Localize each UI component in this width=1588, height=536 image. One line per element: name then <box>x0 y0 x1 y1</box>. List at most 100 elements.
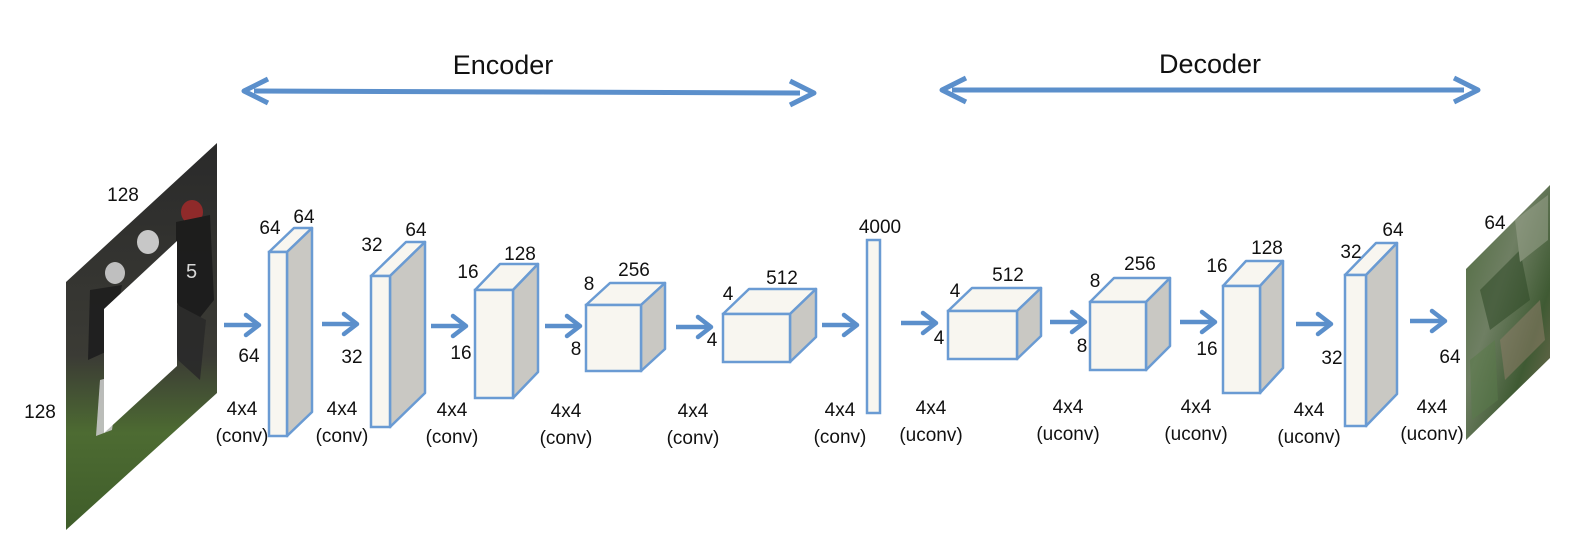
encoder-block-4-depth-label: 256 <box>618 260 650 281</box>
decoder-block-3-height-label: 16 <box>1196 339 1217 360</box>
encoder-block-1-front-face <box>267 250 289 438</box>
input-width-label: 128 <box>107 185 139 206</box>
decoder-block-4-side-face <box>1364 241 1399 428</box>
decoder-block-1-depth-label: 512 <box>992 265 1024 286</box>
output-image: 64 64 <box>1439 185 1550 440</box>
decoder-block-3-depth-label: 128 <box>1251 238 1283 259</box>
encoder-block-2-side-face <box>388 240 427 429</box>
operation-type-label: (conv) <box>540 428 593 449</box>
decoder-block-4-width-label: 32 <box>1340 242 1361 263</box>
decoder-block-2-depth-label: 256 <box>1124 254 1156 275</box>
encoder-block-4-front-face <box>584 303 643 373</box>
encoder-label: Encoder <box>453 50 554 80</box>
flow-arrow-7 <box>901 310 939 336</box>
decoder-header: Decoder <box>939 49 1481 105</box>
decoder-block-1-front-face <box>946 309 1019 361</box>
encoder-block-3-front-face <box>473 288 515 400</box>
operation-kernel-label: 4x4 <box>227 399 258 420</box>
encoder-span-arrow <box>241 76 817 108</box>
flow-arrow-1 <box>224 312 262 338</box>
encoder-block-5-width-label: 4 <box>723 284 734 305</box>
decoder-block-4-height-label: 32 <box>1321 348 1342 369</box>
decoder-block-3-width-label: 16 <box>1206 256 1227 277</box>
operation-label-7: 4x4(uconv) <box>899 398 962 446</box>
encoder-block-1-width-label: 64 <box>293 207 315 228</box>
encoder-block-5: 512 4 4 <box>707 268 818 364</box>
operation-kernel-label: 4x4 <box>1294 400 1325 421</box>
flow-arrow-5 <box>676 314 714 340</box>
encoder-block-1-height-label: 64 <box>238 346 260 367</box>
bottleneck-block: 4000 <box>859 217 901 415</box>
operation-kernel-label: 4x4 <box>1053 397 1084 418</box>
operation-type-label: (conv) <box>814 427 867 448</box>
output-height-label: 64 <box>1439 347 1461 368</box>
decoder-block-4-front-face <box>1343 273 1368 428</box>
operation-label-2: 4x4(conv) <box>316 399 369 447</box>
operation-type-label: (uconv) <box>1164 424 1227 445</box>
encoder-block-5-depth-label: 512 <box>766 268 798 289</box>
flow-arrow-10 <box>1296 311 1334 337</box>
operation-kernel-label: 4x4 <box>1181 397 1212 418</box>
encoder-block-2-depth-label: 64 <box>405 220 427 241</box>
flow-arrow-3 <box>431 313 469 339</box>
operation-type-label: (conv) <box>216 426 269 447</box>
encoder-block-3-height-label: 16 <box>450 343 471 364</box>
input-height-label: 128 <box>24 402 56 423</box>
operation-kernel-label: 4x4 <box>551 401 582 422</box>
encoder-block-5-front-face <box>721 312 792 364</box>
operation-labels: 4x4 (conv) 4x4 (conv) 4x4 (conv) 4x4 (conv) 4x4 (… <box>216 397 1464 449</box>
operation-type-label: (uconv) <box>1277 427 1340 448</box>
operation-type-label: (conv) <box>667 428 720 449</box>
output-width-label: 64 <box>1484 213 1506 234</box>
operation-kernel-label: 4x4 <box>437 400 468 421</box>
operation-type-label: (uconv) <box>899 425 962 446</box>
flow-arrows <box>224 308 1448 340</box>
operation-label-5: 4x4 (conv) <box>667 401 720 449</box>
bottleneck-face <box>865 238 882 415</box>
encoder-block-1-depth-label: 64 <box>259 218 281 239</box>
decoder-block-3-front-face <box>1221 284 1262 395</box>
svg-text:5: 5 <box>186 261 197 283</box>
decoder-span-arrow <box>939 75 1481 105</box>
operation-label-4: 4x4 (conv) <box>540 401 593 449</box>
encoder-block-1: 64 64 64 <box>238 207 315 438</box>
operation-type-label: (uconv) <box>1400 424 1463 445</box>
decoder-block-3-side-face <box>1258 259 1285 395</box>
operation-kernel-label: 4x4 <box>1417 397 1448 418</box>
encoder-block-4-width-label: 8 <box>584 274 595 295</box>
decoder-block-3: 128 16 16 <box>1196 238 1285 395</box>
operation-kernel-label: 4x4 <box>678 401 709 422</box>
bottleneck-size-label: 4000 <box>859 217 901 238</box>
encoder-block-2-width-label: 32 <box>361 235 382 256</box>
encoder-block-3-depth-label: 128 <box>504 244 536 265</box>
operation-label-6: 4x4 (conv) <box>814 400 867 448</box>
decoder-block-2-front-face <box>1088 300 1148 372</box>
operation-type-label: (conv) <box>426 427 479 448</box>
operation-kernel-label: 4x4 <box>327 399 358 420</box>
flow-arrow-6 <box>822 312 860 338</box>
encoder-header: Encoder <box>241 50 817 108</box>
encoder-block-2: 64 32 32 <box>341 220 427 429</box>
operation-label-8: 4x4 (uconv) <box>1036 397 1099 445</box>
flow-arrow-4 <box>545 313 583 339</box>
flow-arrow-2 <box>322 311 360 337</box>
flow-arrow-9 <box>1180 309 1218 335</box>
operation-kernel-label: 4x4 <box>825 400 856 421</box>
encoder-block-2-front-face <box>369 274 392 429</box>
encoder-block-3: 128 16 16 <box>450 244 540 400</box>
operation-label-11: 4x4 (uconv) <box>1400 397 1463 445</box>
encoder-block-5-height-label: 4 <box>707 330 718 351</box>
decoder-block-2-height-label: 8 <box>1077 336 1088 357</box>
input-image: 5 128 128 <box>24 143 217 530</box>
operation-label-9: 4x4 (uconv) <box>1164 397 1227 445</box>
operation-label-10: 4x4 (uconv) <box>1277 400 1340 448</box>
decoder-block-1-height-label: 4 <box>934 328 945 349</box>
operation-type-label: (uconv) <box>1036 424 1099 445</box>
encoder-block-2-height-label: 32 <box>341 347 362 368</box>
encoder-block-3-width-label: 16 <box>457 262 478 283</box>
